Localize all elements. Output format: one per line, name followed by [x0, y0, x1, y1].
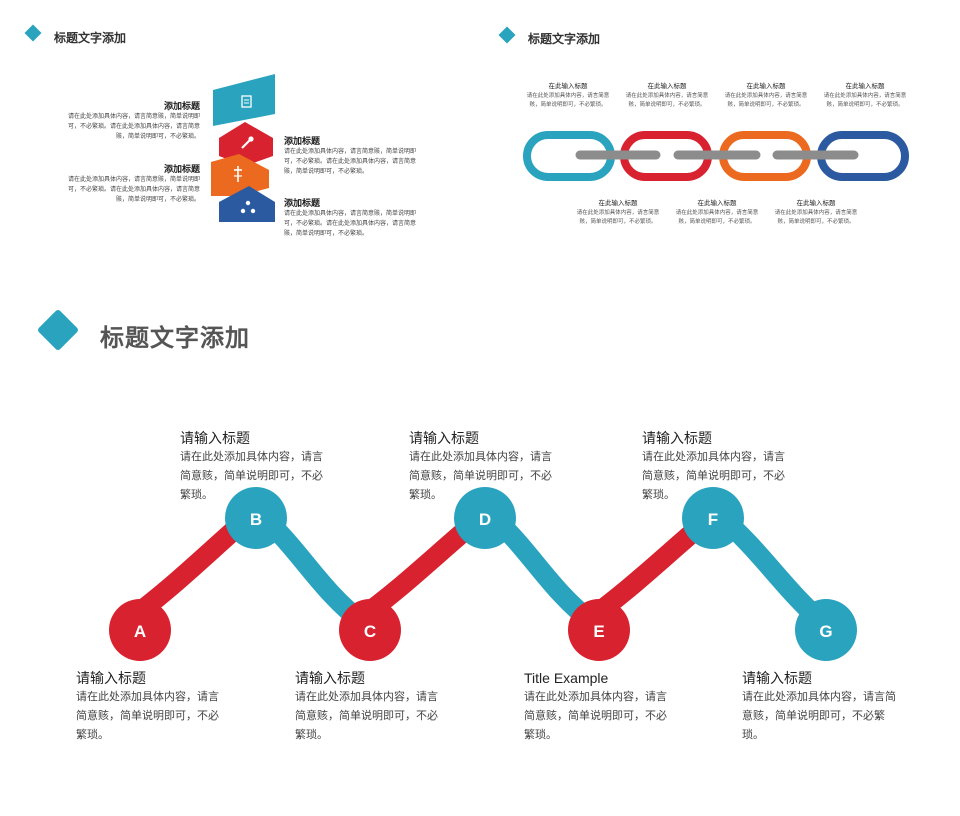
ribbon-segment-orange — [211, 154, 269, 196]
panel1-item-4-body: 请在此处添加具体内容，请言简意赅，简单说明即可，不必繁琐。请在此处添加具体内容，… — [284, 211, 417, 237]
chain-top-label-4: 在此输入标题 请在此处添加具体内容，请言简意赅，简单说明即可，不必繁琐。 — [823, 82, 907, 110]
node-c-label: C — [364, 622, 376, 641]
panel3-title: 标题文字添加 — [100, 325, 250, 352]
panel1-title: 标题文字添加 — [54, 31, 127, 45]
chain-top-label-4-heading: 在此输入标题 — [845, 83, 885, 90]
node-f: F — [682, 487, 744, 549]
node-f-label: F — [708, 510, 718, 529]
wave-bottom-text-g-body: 请在此处添加具体内容，请言简意赅，简单说明即可，不必繁琐。 — [742, 691, 896, 741]
document-icon — [241, 95, 252, 108]
wave-top-text-b-heading: 请输入标题 — [180, 430, 250, 446]
node-d: D — [454, 487, 516, 549]
chain-bottom-label-1-heading: 在此输入标题 — [598, 200, 638, 207]
node-a-label: A — [134, 622, 146, 641]
panel1-item-3-body: 请在此处添加具体内容，请言简意赅，简单说明即可，不必繁琐。请在此处添加具体内容，… — [68, 177, 201, 203]
node-g-label: G — [819, 622, 832, 641]
node-e-label: E — [593, 622, 604, 641]
chain-top-label-3-body: 请在此处添加具体内容，请言简意赅，简单说明即可，不必繁琐。 — [724, 93, 808, 108]
panel1-title-diamond-icon — [24, 24, 42, 42]
node-d-label: D — [479, 510, 491, 529]
wave-bottom-text-c: 请输入标题 请在此处添加具体内容，请言简意赅，简单说明即可，不必繁琐。 — [295, 668, 445, 745]
panel1-item-1-body: 请在此处添加具体内容，请言简意赅，简单说明即可，不必繁琐。请在此处添加具体内容，… — [68, 114, 201, 140]
node-b: B — [225, 487, 287, 549]
panel1-item-3-heading: 添加标题 — [163, 164, 200, 174]
chain-top-label-3-heading: 在此输入标题 — [746, 83, 786, 90]
panel1-item-2-heading: 添加标题 — [284, 136, 321, 146]
node-e: E — [568, 599, 630, 661]
panel2-title-diamond-icon — [498, 26, 516, 44]
chain-top-label-1-heading: 在此输入标题 — [548, 83, 588, 90]
wave-bottom-text-e-heading: Title Example — [524, 670, 609, 686]
chain-bottom-label-3: 在此输入标题 请在此处添加具体内容，请言简意赅，简单说明即可，不必繁琐。 — [774, 199, 858, 227]
panel2-title: 标题文字添加 — [528, 32, 601, 46]
chain-top-label-2-heading: 在此输入标题 — [647, 83, 687, 90]
wave-bottom-text-a: 请输入标题 请在此处添加具体内容，请言简意赅，简单说明即可，不必繁琐。 — [76, 668, 224, 745]
wave-bottom-text-e-body: 请在此处添加具体内容，请言简意赅，简单说明即可，不必繁琐。 — [524, 691, 667, 741]
wave-top-text-f-body: 请在此处添加具体内容，请言简意赅，简单说明即可，不必繁琐。 — [642, 451, 785, 501]
wave-top-text-d: 请输入标题 请在此处添加具体内容，请言简意赅，简单说明即可，不必繁琐。 — [409, 428, 559, 505]
panel1-item-1-heading: 添加标题 — [163, 101, 200, 111]
chain-bottom-label-2-body: 请在此处添加具体内容，请言简意赅，简单说明即可，不必繁琐。 — [675, 210, 759, 225]
wrench-icon — [241, 136, 254, 149]
chain-bottom-label-1: 在此输入标题 请在此处添加具体内容，请言简意赅，简单说明即可，不必繁琐。 — [576, 199, 660, 227]
wave-bottom-text-a-heading: 请输入标题 — [76, 670, 146, 686]
chain-top-label-1-body: 请在此处添加具体内容，请言简意赅，简单说明即可，不必繁琐。 — [526, 93, 610, 108]
wave-bottom-text-g: 请输入标题 请在此处添加具体内容，请言简意赅，简单说明即可，不必繁琐。 — [742, 668, 902, 745]
panel3-title-diamond-icon — [36, 308, 80, 352]
node-b-label: B — [250, 510, 262, 529]
chain-bottom-label-2-heading: 在此输入标题 — [697, 200, 737, 207]
chain-bottom-label-3-body: 请在此处添加具体内容，请言简意赅，简单说明即可，不必繁琐。 — [774, 210, 858, 225]
chain-top-label-4-body: 请在此处添加具体内容，请言简意赅，简单说明即可，不必繁琐。 — [823, 93, 907, 108]
panel1-item-2-body: 请在此处添加具体内容，请言简意赅，简单说明即可，不必繁琐。请在此处添加具体内容，… — [284, 149, 417, 175]
panel1-item-4-heading: 添加标题 — [284, 198, 321, 208]
chain-bottom-label-1-body: 请在此处添加具体内容，请言简意赅，简单说明即可，不必繁琐。 — [576, 210, 660, 225]
wave-diagram: A B C D E F G — [109, 487, 857, 661]
wave-bottom-text-e: Title Example 请在此处添加具体内容，请言简意赅，简单说明即可，不必… — [524, 668, 674, 745]
wave-bottom-text-c-heading: 请输入标题 — [295, 670, 365, 686]
node-a: A — [109, 599, 171, 661]
chain-graphic — [523, 131, 909, 181]
chain-top-label-1: 在此输入标题 请在此处添加具体内容，请言简意赅，简单说明即可，不必繁琐。 — [526, 82, 610, 110]
people-icon — [240, 200, 256, 214]
wave-bottom-text-c-body: 请在此处添加具体内容，请言简意赅，简单说明即可，不必繁琐。 — [295, 691, 438, 741]
chain-top-label-3: 在此输入标题 请在此处添加具体内容，请言简意赅，简单说明即可，不必繁琐。 — [724, 82, 808, 110]
wave-bottom-text-g-heading: 请输入标题 — [742, 670, 812, 686]
wave-top-text-f-heading: 请输入标题 — [642, 430, 712, 446]
tools-icon — [234, 166, 242, 182]
chain-bottom-label-3-heading: 在此输入标题 — [796, 200, 836, 207]
wave-top-text-d-heading: 请输入标题 — [409, 430, 479, 446]
panel1-ribbon — [211, 74, 275, 222]
chain-top-label-2-body: 请在此处添加具体内容，请言简意赅，简单说明即可，不必繁琐。 — [625, 93, 709, 108]
node-g: G — [795, 599, 857, 661]
wave-top-text-d-body: 请在此处添加具体内容，请言简意赅，简单说明即可，不必繁琐。 — [409, 451, 552, 501]
chain-bottom-label-2: 在此输入标题 请在此处添加具体内容，请言简意赅，简单说明即可，不必繁琐。 — [675, 199, 759, 227]
wave-bottom-text-a-body: 请在此处添加具体内容，请言简意赅，简单说明即可，不必繁琐。 — [76, 691, 219, 741]
wave-top-text-b: 请输入标题 请在此处添加具体内容，请言简意赅，简单说明即可，不必繁琐。 — [180, 428, 330, 505]
node-c: C — [339, 599, 401, 661]
chain-top-label-2: 在此输入标题 请在此处添加具体内容，请言简意赅，简单说明即可，不必繁琐。 — [625, 82, 709, 110]
wave-top-text-f: 请输入标题 请在此处添加具体内容，请言简意赅，简单说明即可，不必繁琐。 — [642, 428, 792, 505]
wave-top-text-b-body: 请在此处添加具体内容，请言简意赅，简单说明即可，不必繁琐。 — [180, 451, 323, 501]
